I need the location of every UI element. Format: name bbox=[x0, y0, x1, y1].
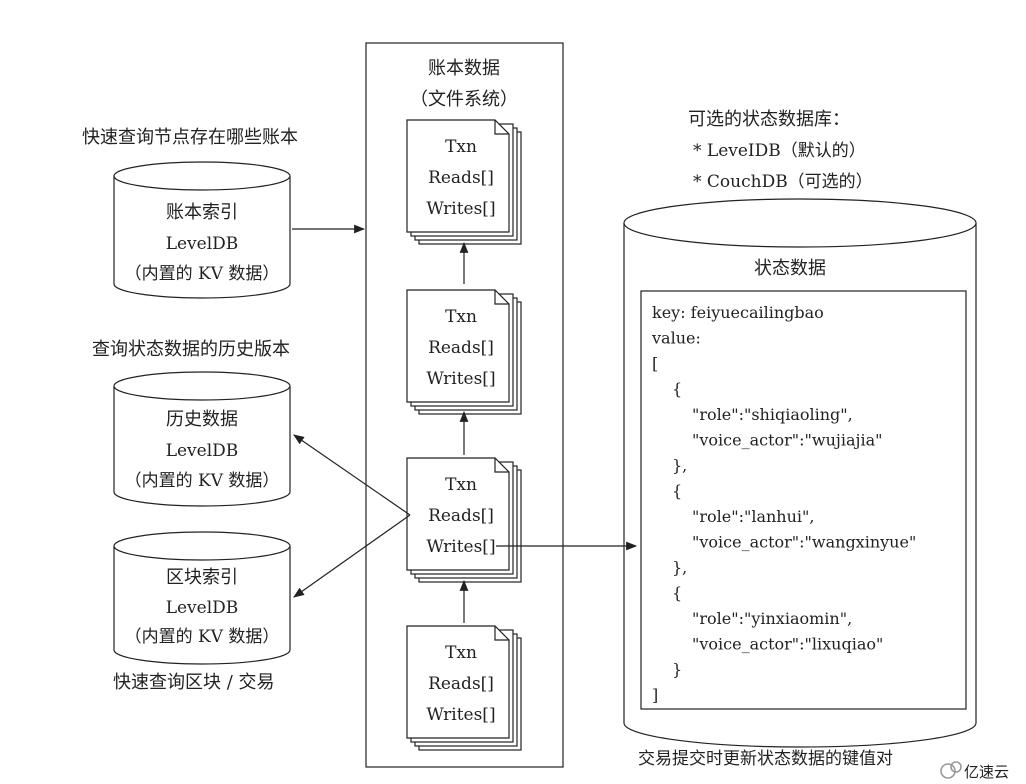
json-line: "role":"shiqiaoling", bbox=[692, 405, 853, 424]
json-line: }, bbox=[672, 558, 687, 577]
block-document-icon bbox=[406, 119, 510, 233]
block-index-arrow bbox=[293, 514, 411, 598]
block-document-icon bbox=[406, 625, 510, 739]
state-db-title: 状态数据 bbox=[754, 258, 826, 279]
block-document-icon bbox=[406, 289, 510, 403]
block-writes-label: Writes[] bbox=[426, 369, 495, 389]
json-line: "role":"yinxiaomin", bbox=[692, 609, 852, 628]
watermark: 亿速云 bbox=[940, 761, 1009, 781]
json-line: value: bbox=[651, 329, 701, 348]
state-db: 状态数据 key: feiyuecailingbao value: [ { "role"… bbox=[623, 198, 977, 748]
state-db-option-couchdb: * CouchDB（可选的） bbox=[693, 172, 873, 192]
history-arrow bbox=[293, 434, 411, 516]
block-index-name: 区块索引 bbox=[166, 567, 238, 588]
ledger-index-desc: （内置的 KV 数据） bbox=[125, 264, 280, 284]
index-arrows bbox=[292, 224, 411, 598]
page-fold-icon bbox=[494, 120, 509, 135]
history-desc: （内置的 KV 数据） bbox=[125, 471, 280, 491]
watermark-logo-icon bbox=[940, 763, 956, 779]
state-db-options-title: 可选的状态数据库： bbox=[688, 109, 850, 130]
block-index-db: 区块索引 LevelDB （内置的 KV 数据） bbox=[113, 531, 291, 665]
history-db: 历史数据 LevelDB （内置的 KV 数据） bbox=[113, 371, 291, 507]
page-fold-icon bbox=[494, 290, 509, 305]
history-engine: LevelDB bbox=[166, 441, 239, 461]
block-index-note: 快速查询区块 / 交易 bbox=[113, 672, 275, 693]
state-db-option-leveldb: * LeveIDB（默认的） bbox=[693, 141, 866, 161]
block-txn-label: Txn bbox=[445, 307, 477, 327]
json-line: [ bbox=[652, 354, 658, 373]
ledger-index-db: 账本索引 LevelDB （内置的 KV 数据） bbox=[113, 161, 291, 299]
json-line: "role":"lanhui", bbox=[692, 507, 814, 526]
json-line: key: feiyuecailingbao bbox=[652, 303, 824, 322]
block-reads-label: Reads[] bbox=[428, 338, 494, 358]
block-reads-label: Reads[] bbox=[428, 506, 494, 526]
state-json-lines: key: feiyuecailingbao value: [ { "role":"shi… bbox=[651, 303, 916, 705]
ledger-data-container: 账本数据 （文件系统） bbox=[365, 42, 564, 768]
block-index-desc: （内置的 KV 数据） bbox=[125, 627, 280, 647]
json-line: ] bbox=[652, 686, 658, 705]
ledger-index-engine: LevelDB bbox=[166, 234, 239, 254]
page-fold-icon bbox=[494, 458, 509, 473]
state-update-note: 交易提交时更新状态数据的键值对 bbox=[638, 749, 893, 769]
block-txn-label: Txn bbox=[445, 643, 477, 663]
json-line: } bbox=[672, 660, 682, 679]
block-document-icon bbox=[406, 457, 510, 571]
block-writes-label: Writes[] bbox=[426, 705, 495, 725]
block-writes-label: Writes[] bbox=[426, 537, 495, 557]
ledger-data-subtitle: （文件系统） bbox=[410, 89, 518, 110]
block-writes-label: Writes[] bbox=[426, 199, 495, 219]
json-line: "voice_actor":"wangxinyue" bbox=[692, 533, 916, 552]
page-fold-icon bbox=[494, 626, 509, 641]
block-index-engine: LevelDB bbox=[166, 598, 239, 618]
json-line: { bbox=[672, 380, 682, 399]
history-name: 历史数据 bbox=[166, 409, 238, 430]
json-line: "voice_actor":"wujiajia" bbox=[692, 431, 883, 450]
json-line: { bbox=[672, 584, 682, 603]
block-reads-label: Reads[] bbox=[428, 674, 494, 694]
block-txn-label: Txn bbox=[445, 475, 477, 495]
json-line: { bbox=[672, 482, 682, 501]
state-json-box bbox=[640, 290, 967, 710]
json-line: "voice_actor":"lixuqiao" bbox=[692, 635, 883, 654]
block-reads-label: Reads[] bbox=[428, 168, 494, 188]
json-line: }, bbox=[672, 456, 687, 475]
watermark-text: 亿速云 bbox=[964, 763, 1009, 781]
block-txn-label: Txn bbox=[445, 137, 477, 157]
ledger-index-name: 账本索引 bbox=[166, 202, 238, 223]
ledger-data-title: 账本数据 bbox=[428, 58, 500, 79]
block-stacks: TxnReads[]Writes[]TxnReads[]Writes[]TxnR… bbox=[406, 119, 522, 751]
ledger-index-note: 快速查询节点存在哪些账本 bbox=[82, 127, 298, 148]
history-note: 查询状态数据的历史版本 bbox=[92, 339, 290, 360]
